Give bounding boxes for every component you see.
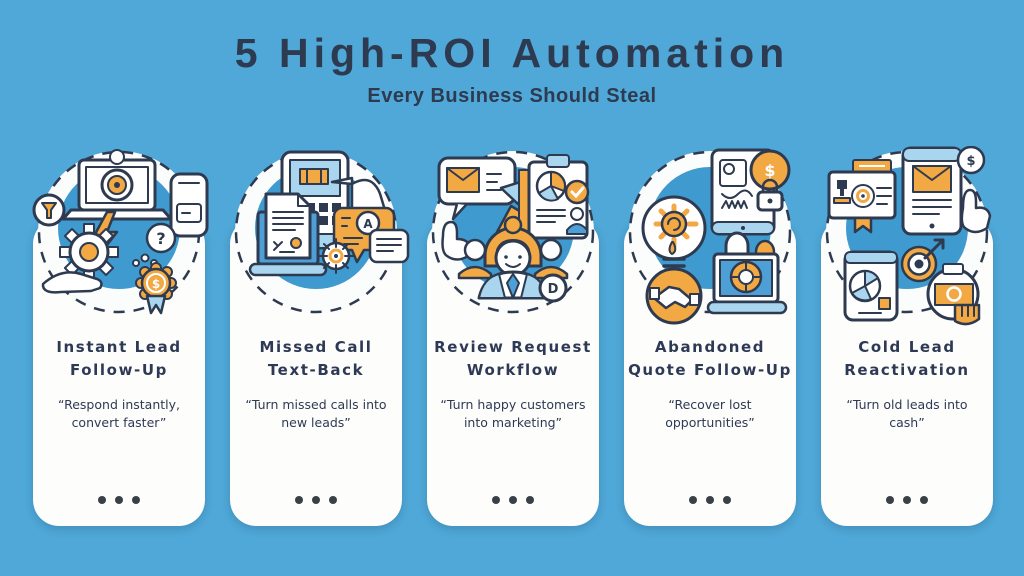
page-title: 5 High-ROI Automation [234, 30, 790, 76]
cash-grab-hand-icon [926, 263, 981, 326]
card-quote: “Turn happy customers into marketing” [440, 397, 586, 431]
svg-text:D: D [548, 282, 559, 297]
tablet-email-icon [901, 146, 963, 236]
svg-text:?: ? [156, 229, 165, 248]
customer-avatars-icon [457, 215, 569, 300]
svg-text:A: A [363, 217, 373, 231]
ellipsis-dots-icon [33, 496, 205, 504]
card-title: Abandoned Quote Follow-Up [628, 338, 792, 379]
cold-lead-illustration: $ [825, 146, 992, 326]
card-instant-lead-follow-up: ? $ Instant Lead Follow-Up [32, 149, 209, 526]
funnel-badge-icon [32, 193, 66, 227]
illustration-blue-circle [649, 167, 771, 289]
gear-icon [59, 223, 119, 282]
dashed-circle [825, 150, 989, 314]
handshake-badge-icon [645, 267, 703, 325]
open-hand-icon [41, 271, 103, 294]
card-quote: “Turn missed calls into new leads” [245, 397, 387, 431]
coin-icon: D [538, 273, 568, 303]
tapping-hand-icon [330, 176, 389, 226]
instant-lead-illustration: ? $ [32, 149, 209, 315]
tablet-scribble-icon [710, 148, 776, 236]
ellipsis-dots-icon [230, 496, 402, 504]
card-title: Cold Lead Reactivation [844, 338, 970, 379]
card-abandoned-quote-follow-up: $ Abandoned Quote Follow-Up “Recover los… [624, 148, 796, 526]
pointing-hand-icon [441, 220, 472, 261]
illustration-blue-circle [58, 167, 180, 289]
dollar-coin-icon: $ [956, 146, 986, 175]
svg-text:$: $ [764, 161, 775, 180]
svg-text:$: $ [966, 154, 975, 169]
illustration-blue-circle [846, 167, 968, 289]
card-title: Instant Lead Follow-Up [56, 338, 182, 379]
dashed-circle [234, 150, 398, 314]
card-quote: “Turn old leads into cash” [846, 397, 968, 431]
laptop-lifebuoy-icon [706, 231, 788, 315]
illustration-backdrop-circle [38, 151, 200, 313]
illustration-backdrop-circle [826, 151, 988, 313]
card-quote: “Respond instantly, convert faster” [58, 397, 180, 431]
dart-target-icon [900, 238, 945, 283]
tablet-keypad-icon [280, 150, 350, 250]
certificate-badge-icon [827, 159, 897, 234]
ellipsis-dots-icon [427, 496, 599, 504]
svg-text:$: $ [152, 277, 160, 291]
promo-arrow-icon [495, 177, 532, 239]
laptop-document-icon [248, 192, 328, 277]
smartphone-icon [169, 172, 209, 238]
ellipsis-dots-icon [624, 496, 796, 504]
page-subtitle: Every Business Should Steal [367, 85, 657, 107]
gear-target-icon [318, 238, 354, 274]
card-quote: “Recover lost opportunities” [665, 397, 755, 431]
missed-call-illustration: A [234, 150, 410, 314]
illustration-blue-circle [452, 167, 574, 289]
card-cold-lead-reactivation: $ [821, 146, 993, 526]
abandoned-quote-illustration: $ [628, 148, 792, 325]
dashed-circle [628, 150, 792, 314]
dashed-circle [431, 150, 595, 314]
illustration-backdrop-circle [629, 151, 791, 313]
question-bubble-icon: ? [132, 222, 177, 267]
mail-speech-bubble-icon [437, 156, 517, 221]
illustration-backdrop-circle [432, 151, 594, 313]
laptop-target-icon [61, 149, 173, 221]
card-title: Missed Call Text-Back [259, 338, 373, 379]
dollar-lock-icon: $ [749, 149, 791, 212]
idea-bulb-gear-icon [641, 195, 707, 275]
illustration-blue-circle [255, 167, 377, 289]
card-review-request-workflow: D Review Request Workflow “Turn happy cu… [427, 150, 599, 526]
illustration-backdrop-circle [235, 151, 397, 313]
ribbon-icon [145, 294, 167, 315]
dollar-rosette-icon: $ [135, 262, 177, 315]
card-title: Review Request Workflow [434, 338, 592, 379]
ellipsis-dots-icon [821, 496, 993, 504]
card-missed-call-text-back: A Missed Call Text-Back “Turn missed cal… [230, 150, 410, 526]
phone-pie-chart-icon [843, 250, 899, 322]
review-request-illustration: D [431, 150, 595, 314]
dashed-circle [37, 150, 201, 314]
chat-bubbles-icon: A [332, 206, 410, 264]
pointing-hand-icon [960, 188, 992, 234]
clipboard-review-icon [518, 154, 590, 240]
lightning-bolt-icon [91, 210, 119, 260]
